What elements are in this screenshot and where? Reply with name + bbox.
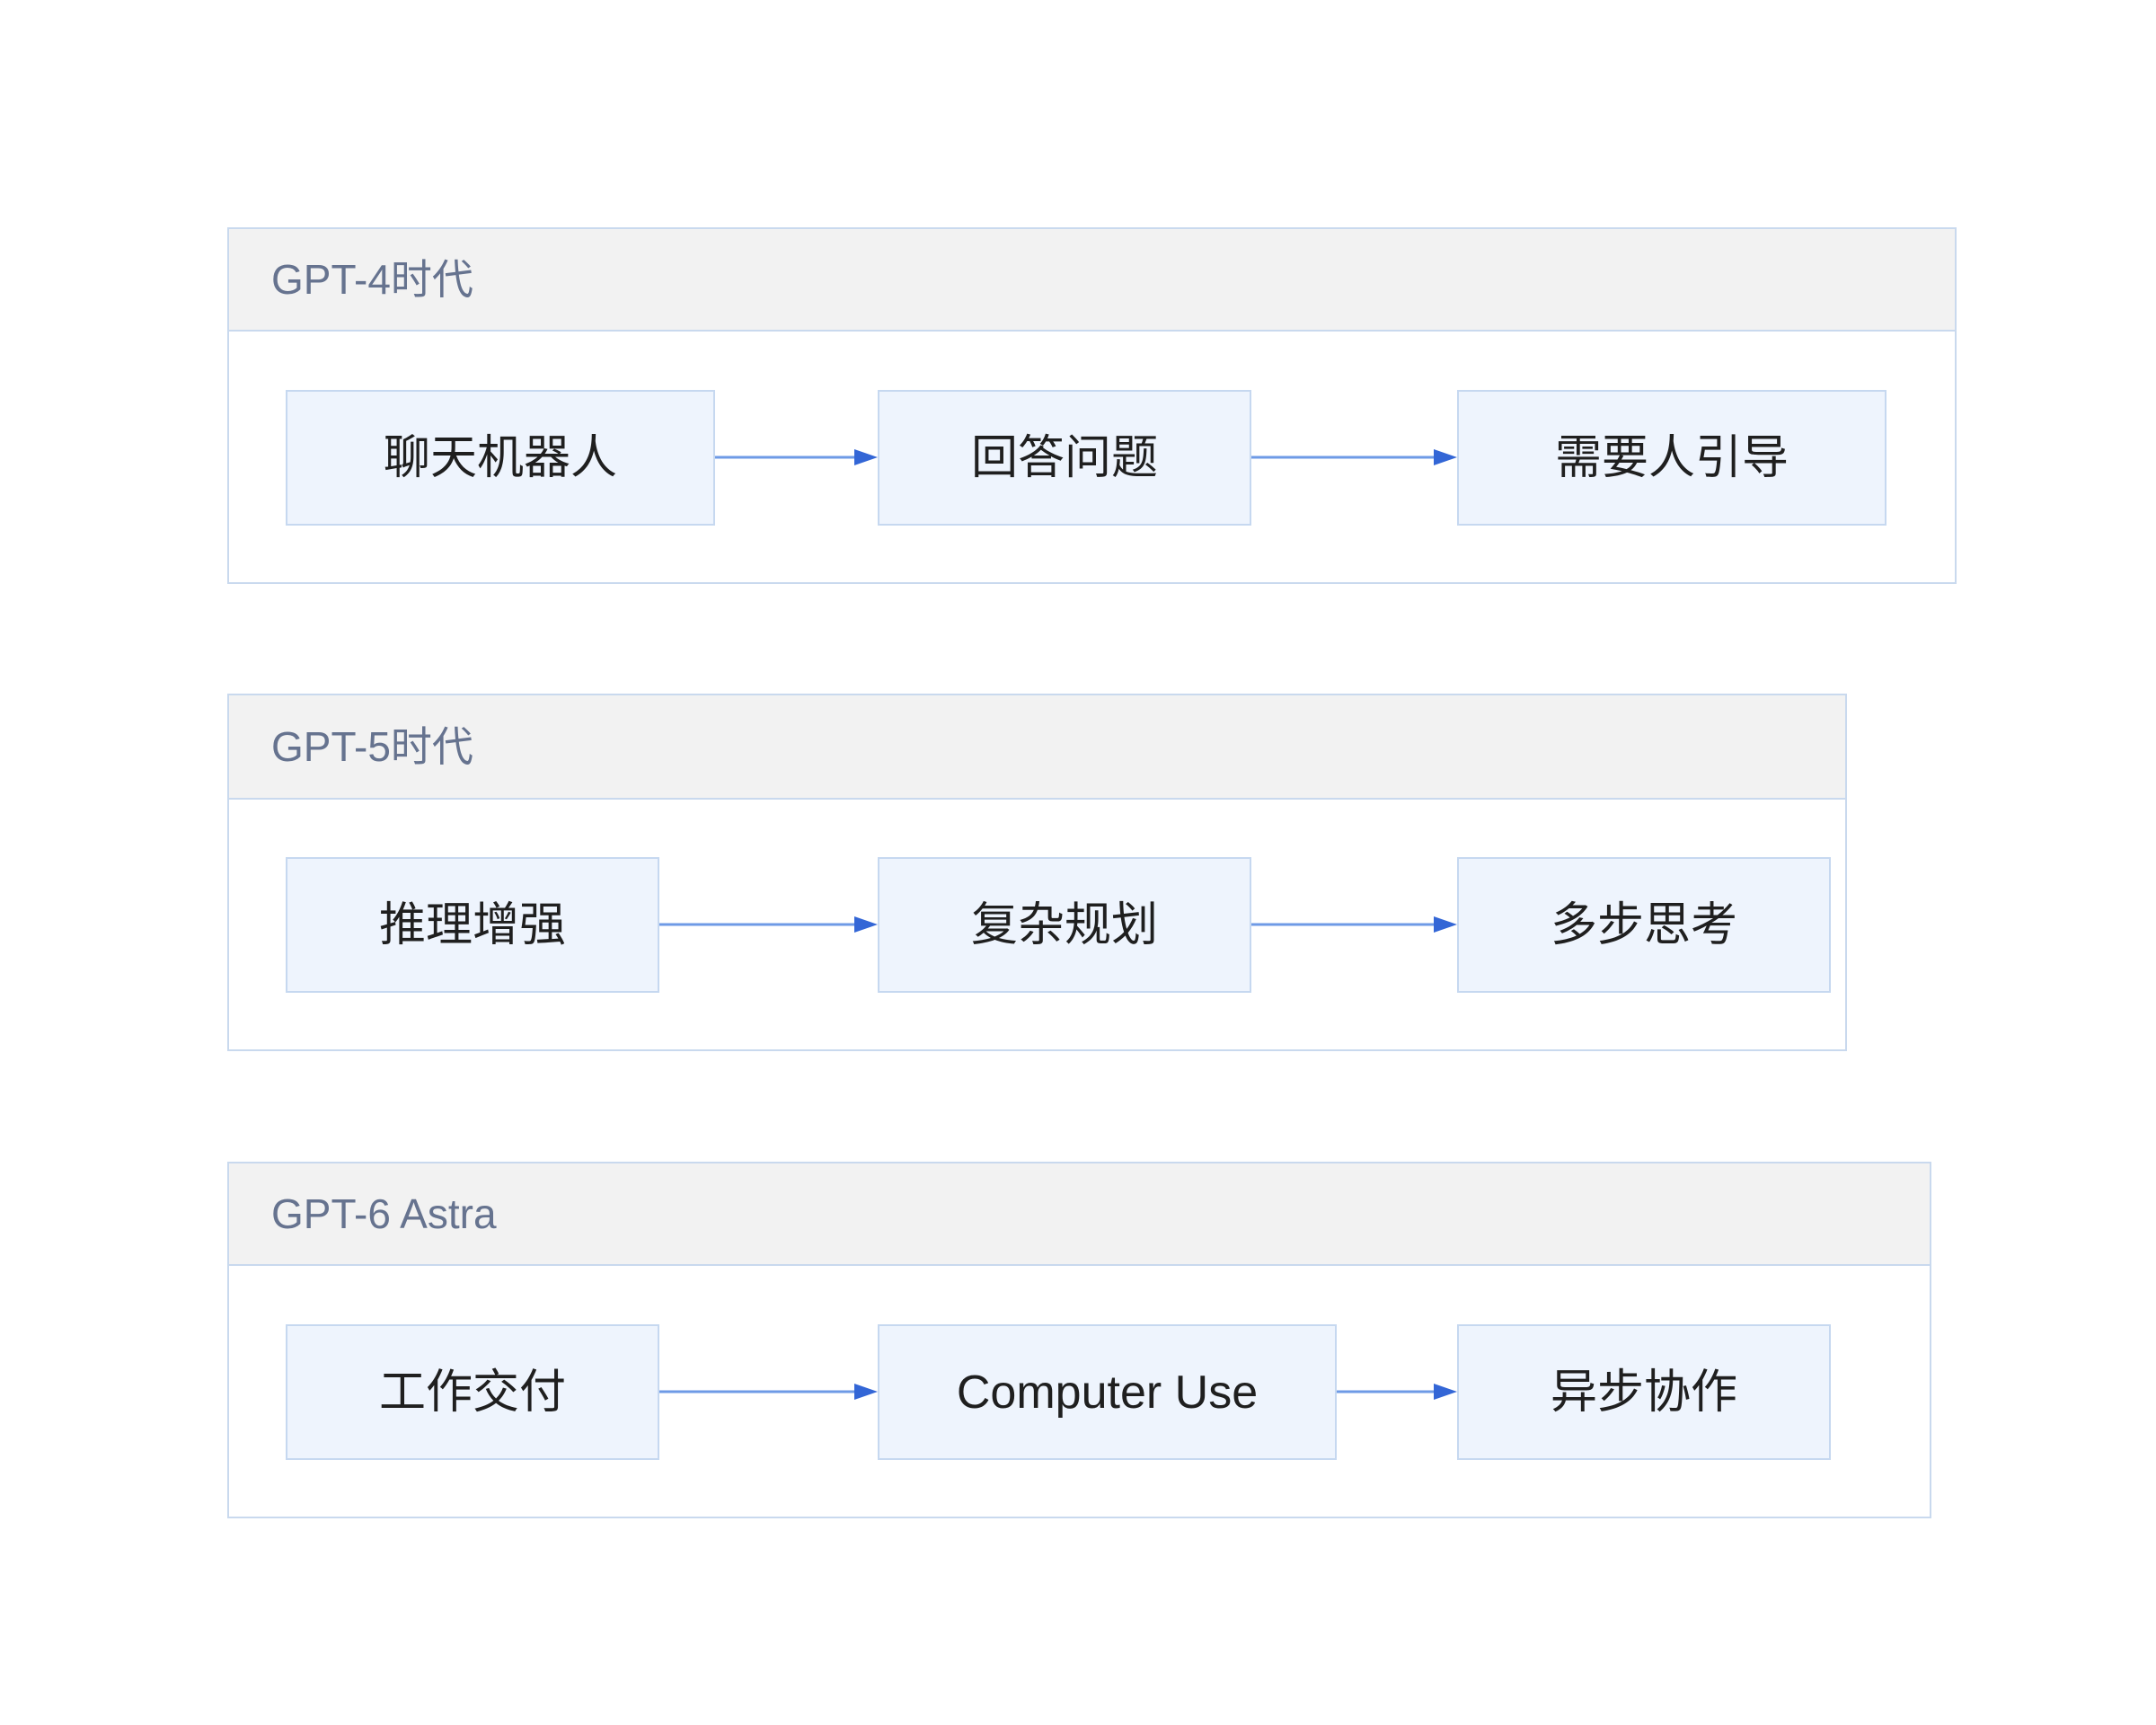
node-label: 回答问题 xyxy=(970,431,1158,484)
group-title: GPT-6 Astra xyxy=(271,1190,497,1237)
node: 需要人引导 xyxy=(1457,390,1886,526)
group-header: GPT-5时代 xyxy=(229,695,1845,800)
node: 推理增强 xyxy=(286,857,659,993)
arrowhead xyxy=(854,1384,878,1400)
node-label: Computer Use xyxy=(956,1366,1259,1419)
group-header: GPT-4时代 xyxy=(229,229,1955,332)
node-label: 工作交付 xyxy=(378,1366,566,1419)
edge-arrow xyxy=(1336,1384,1457,1400)
edge-arrow xyxy=(1250,916,1457,933)
group-gpt5-era: GPT-5时代 推理增强 复杂规划 多步思考 xyxy=(227,694,1847,1051)
node-label: 需要人引导 xyxy=(1554,431,1789,484)
edge-arrow xyxy=(658,916,878,933)
node: 异步协作 xyxy=(1457,1324,1831,1460)
arrowhead xyxy=(1434,449,1457,465)
node: 回答问题 xyxy=(878,390,1251,526)
node-label: 多步思考 xyxy=(1550,898,1737,951)
arrowhead xyxy=(854,916,878,933)
arrowhead xyxy=(854,449,878,465)
node-label: 复杂规划 xyxy=(970,898,1158,951)
group-gpt4-era: GPT-4时代 聊天机器人 回答问题 需要人引导 xyxy=(227,227,1957,584)
node: Computer Use xyxy=(878,1324,1337,1460)
arrowhead xyxy=(1434,1384,1457,1400)
group-gpt6-astra: GPT-6 Astra 工作交付 Computer Use 异步协作 xyxy=(227,1162,1931,1518)
node: 多步思考 xyxy=(1457,857,1831,993)
node: 复杂规划 xyxy=(878,857,1251,993)
node: 聊天机器人 xyxy=(286,390,715,526)
arrowhead xyxy=(1434,916,1457,933)
group-title: GPT-4时代 xyxy=(271,256,473,303)
edge-arrow xyxy=(658,1384,878,1400)
node-label: 聊天机器人 xyxy=(383,431,617,484)
node-label: 异步协作 xyxy=(1550,1366,1737,1419)
node-label: 推理增强 xyxy=(378,898,566,951)
edge-arrow xyxy=(1250,449,1457,465)
group-header: GPT-6 Astra xyxy=(229,1163,1930,1266)
node: 工作交付 xyxy=(286,1324,659,1460)
group-title: GPT-5时代 xyxy=(271,723,473,770)
edge-arrow xyxy=(714,449,878,465)
